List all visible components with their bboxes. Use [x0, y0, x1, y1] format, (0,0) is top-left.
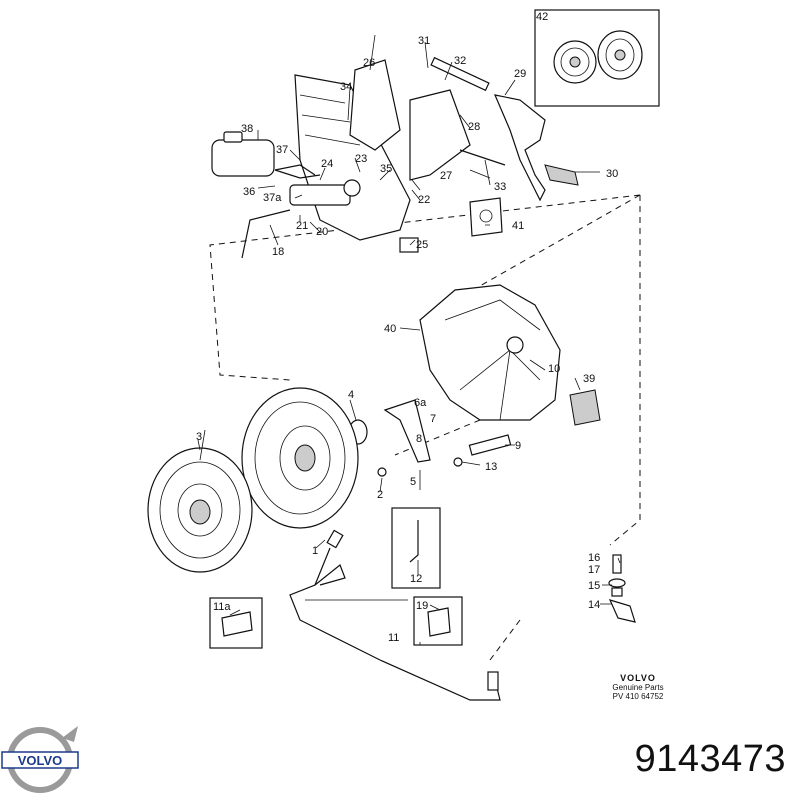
inset-box-12	[391, 507, 441, 589]
callout-17: 17	[588, 564, 600, 576]
inset-box-42	[534, 9, 660, 107]
callout-27: 27	[440, 170, 452, 182]
callout-26: 26	[363, 57, 375, 69]
callout-10: 10	[548, 363, 560, 375]
bell-housing	[419, 284, 561, 421]
clutch-pedal	[493, 94, 579, 202]
callout-15: 15	[588, 580, 600, 592]
callout-19: 19	[416, 600, 428, 612]
dashed-guide-right	[609, 195, 641, 546]
clutch-disc-3	[147, 447, 253, 573]
callout-31: 31	[418, 35, 430, 47]
callout-21: 21	[296, 220, 308, 232]
callout-11: 11	[388, 632, 399, 644]
callout-35: 35	[380, 163, 392, 175]
pressure-plate	[241, 387, 359, 529]
callout-3: 3	[196, 431, 202, 443]
hose-fitting	[487, 671, 499, 691]
callout-18: 18	[272, 246, 284, 258]
callout-8: 8	[416, 433, 422, 445]
slave-cylinder-9	[468, 434, 512, 456]
callout-29: 29	[514, 68, 526, 80]
bolt-2	[377, 467, 387, 477]
callout-24: 24	[321, 158, 333, 170]
clip-11a	[221, 611, 253, 637]
rubber-boot-39	[569, 389, 601, 426]
release-fork	[383, 399, 431, 463]
pivot-bolt	[430, 56, 506, 166]
mount-bracket-14	[608, 554, 636, 623]
callout-5: 5	[410, 476, 416, 488]
hydraulic-line-upper	[241, 164, 316, 259]
part-number: 9143473	[634, 738, 786, 780]
callout-22: 22	[418, 194, 430, 206]
callout-labels: 1 2 3 4 5 6a 7 8 9 10 11 11a 12 13 14 15…	[196, 11, 618, 644]
fluid-reservoir	[211, 131, 275, 177]
callout-41: 41	[512, 220, 524, 232]
reservoir-hose	[274, 169, 321, 179]
callout-34: 34	[340, 81, 352, 93]
callout-39: 39	[583, 373, 595, 385]
bleed-nipple-1	[326, 529, 344, 549]
callout-7: 7	[430, 413, 436, 425]
callout-37: 37	[276, 144, 288, 156]
callout-25: 25	[416, 239, 428, 251]
clip-12	[409, 520, 419, 563]
callout-2: 2	[377, 489, 383, 501]
callout-14: 14	[588, 599, 600, 611]
dashed-guide-lower	[394, 419, 521, 661]
callout-37a: 37a	[263, 192, 282, 204]
callout-30: 30	[606, 168, 618, 180]
callout-23: 23	[355, 153, 367, 165]
nut-13	[453, 457, 463, 467]
genuine-parts-label: VOLVO Genuine Parts PV 410 64752	[598, 673, 678, 701]
callout-16: 16	[588, 552, 600, 564]
callout-40: 40	[384, 323, 396, 335]
callout-13: 13	[485, 461, 497, 473]
volvo-logo-text: VOLVO	[18, 753, 63, 768]
callout-20: 20	[316, 226, 328, 238]
inset-box-11a	[209, 597, 263, 649]
callout-36: 36	[243, 186, 255, 198]
callout-4: 4	[348, 389, 354, 401]
brand-line-3: PV 410 64752	[612, 692, 664, 701]
callout-6a: 6a	[414, 397, 427, 409]
volvo-logo: VOLVO	[1, 726, 79, 793]
pedal-bracket	[349, 59, 471, 181]
callout-42: 42	[536, 11, 548, 23]
dashed-guide-upper	[209, 194, 641, 381]
brand-name: VOLVO	[620, 673, 656, 683]
leader-lines	[197, 22, 621, 645]
callout-12: 12	[410, 573, 422, 585]
callout-9: 9	[515, 440, 521, 452]
callout-28: 28	[468, 121, 480, 133]
inset-clutch-disc	[553, 30, 643, 84]
clutch-master-cylinder	[289, 179, 361, 206]
hydraulic-line-11	[289, 547, 501, 701]
callout-33: 33	[494, 181, 506, 193]
clip-19	[427, 607, 451, 637]
hydraulic-line-loop	[314, 564, 346, 586]
callout-11a: 11a	[213, 601, 231, 613]
bracket-plate-41	[469, 197, 503, 237]
brand-line-2: Genuine Parts	[612, 683, 664, 692]
callout-32: 32	[454, 55, 466, 67]
inset-box-19	[413, 596, 463, 646]
callout-1: 1	[312, 545, 318, 557]
callout-38: 38	[241, 123, 253, 135]
